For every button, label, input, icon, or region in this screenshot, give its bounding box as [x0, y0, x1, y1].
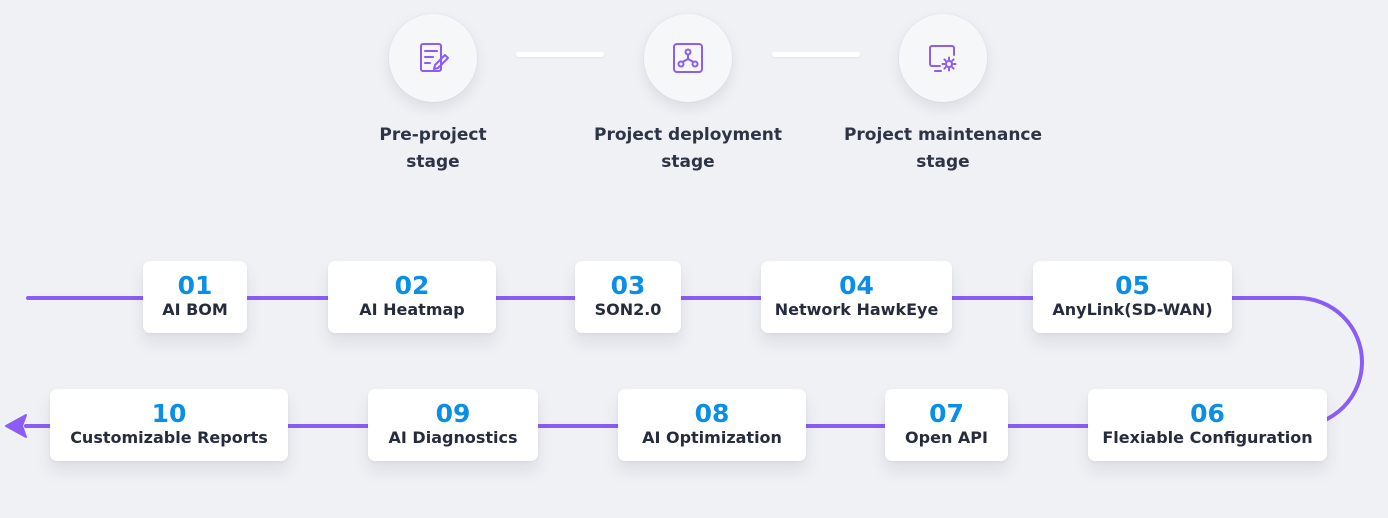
step-title: AI BOM — [162, 300, 228, 319]
step-card-05: 05 AnyLink(SD-WAN) — [1033, 261, 1232, 333]
stage-icon-pre-project — [389, 14, 477, 102]
step-number: 01 — [177, 271, 213, 300]
step-number: 09 — [435, 399, 471, 428]
step-title: AI Heatmap — [359, 300, 465, 319]
flow-arrow-icon — [5, 414, 27, 438]
step-title: AI Diagnostics — [388, 428, 518, 447]
step-card-10: 10 Customizable Reports — [50, 389, 288, 461]
monitor-gear-icon — [929, 45, 957, 72]
step-number: 02 — [394, 271, 430, 300]
step-card-08: 08 AI Optimization — [618, 389, 806, 461]
step-card-02: 02 AI Heatmap — [328, 261, 496, 333]
step-title: Flexiable Configuration — [1102, 428, 1313, 447]
stage-connector — [772, 52, 860, 57]
stage-label-maintenance: Project maintenance stage — [843, 125, 1043, 172]
step-title: Open API — [905, 428, 988, 447]
step-number: 05 — [1115, 271, 1150, 300]
step-number: 07 — [929, 399, 964, 428]
step-title: Customizable Reports — [70, 428, 268, 447]
step-title: SON2.0 — [594, 300, 662, 319]
stage-icon-deployment — [644, 14, 732, 102]
step-card-03: 03 SON2.0 — [575, 261, 681, 333]
step-card-04: 04 Network HawkEye — [761, 261, 952, 333]
step-number: 10 — [151, 399, 187, 428]
step-number: 04 — [839, 271, 874, 300]
stage-label-pre-project: Pre-project stage — [379, 125, 487, 172]
step-number: 08 — [694, 399, 730, 428]
stage-connector — [516, 52, 604, 57]
step-title: AI Optimization — [642, 428, 782, 447]
step-number: 06 — [1190, 399, 1225, 428]
step-title: AnyLink(SD-WAN) — [1052, 300, 1213, 319]
step-card-01: 01 AI BOM — [143, 261, 247, 333]
stage-icon-maintenance — [899, 14, 987, 102]
step-number: 03 — [610, 271, 646, 300]
network-nodes-icon — [673, 43, 703, 73]
stage-label-deployment: Project deployment stage — [594, 125, 782, 172]
step-card-07: 07 Open API — [885, 389, 1008, 461]
step-card-06: 06 Flexiable Configuration — [1088, 389, 1327, 461]
step-card-09: 09 AI Diagnostics — [368, 389, 538, 461]
document-edit-icon — [420, 43, 449, 72]
step-title: Network HawkEye — [774, 300, 939, 319]
